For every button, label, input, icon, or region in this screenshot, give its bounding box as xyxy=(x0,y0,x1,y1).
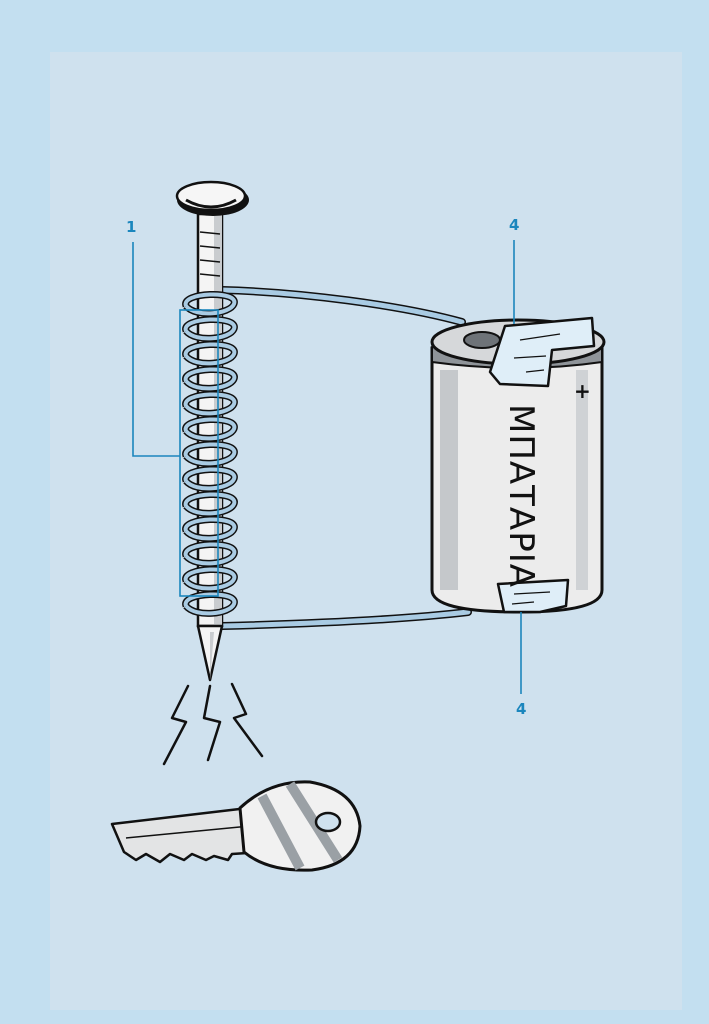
coil-turn xyxy=(183,592,237,616)
magnetism-spark-icon xyxy=(162,682,264,766)
coil-turn xyxy=(183,367,237,391)
coil-turn xyxy=(183,567,237,591)
coil-turn xyxy=(183,342,237,366)
callout-terminal-top: 4 xyxy=(509,216,519,324)
callout-terminal-bottom: 4 xyxy=(516,612,526,718)
coil-turn xyxy=(183,542,237,566)
callout-terminal-top-label: 4 xyxy=(509,216,519,234)
battery-positive-sign: + xyxy=(574,379,591,403)
battery-icon: ΜΠΑΤΑΡΙΑ + xyxy=(430,316,606,614)
coil-turn xyxy=(183,392,237,416)
wire-bottom xyxy=(218,608,472,630)
coil-turn xyxy=(183,417,237,441)
callout-coil: 1 xyxy=(126,218,219,597)
wire-top xyxy=(218,286,466,326)
coil-turn xyxy=(183,292,237,316)
key-icon xyxy=(110,780,362,872)
coil-turn xyxy=(183,442,237,466)
tape-top xyxy=(488,316,596,388)
wire-coil-icon xyxy=(182,291,238,617)
coil-turn xyxy=(183,467,237,491)
coil-turn xyxy=(183,317,237,341)
battery-label: ΜΠΑΤΑΡΙΑ xyxy=(501,404,541,588)
callout-terminal-bottom-label: 4 xyxy=(516,700,526,718)
coil-turn xyxy=(183,517,237,541)
callout-coil-label: 1 xyxy=(126,218,136,236)
coil-turn xyxy=(183,492,237,516)
